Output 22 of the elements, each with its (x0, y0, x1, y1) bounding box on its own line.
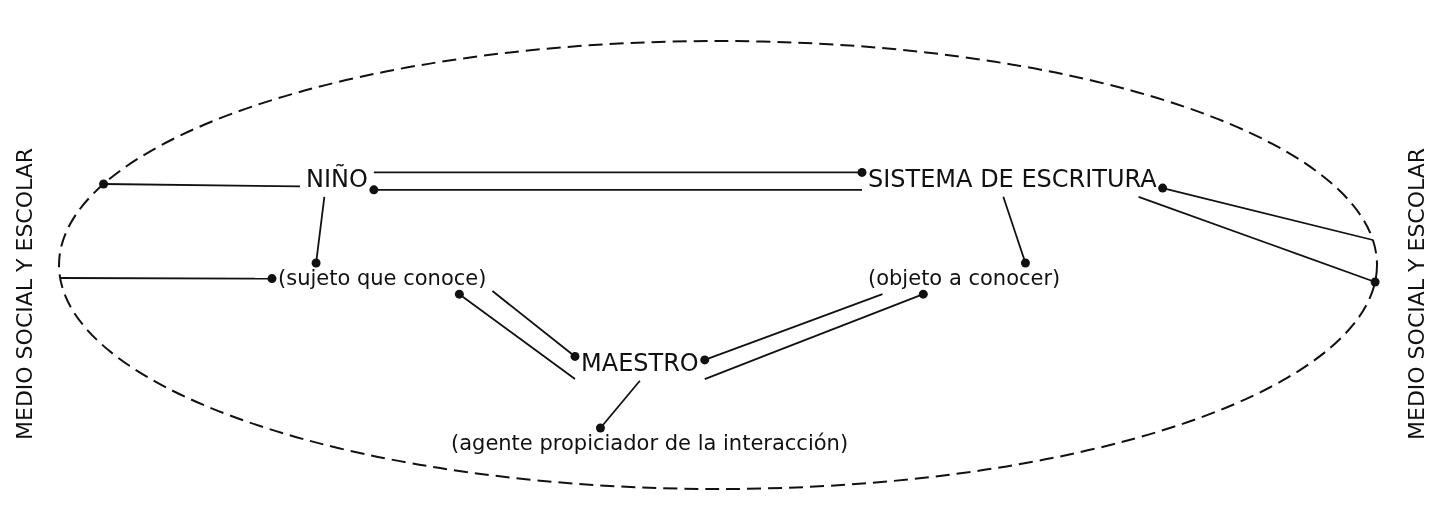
connector-line (373, 167, 867, 177)
connector-line (700, 293, 884, 365)
concept-description: (sujeto que conoce) (272, 263, 493, 295)
connector-line (595, 379, 641, 433)
dashed-ellipse (58, 40, 1378, 490)
concept-label: SISTEMA DE ESCRITURA (862, 162, 1163, 197)
connector-line (59, 274, 277, 284)
concept-description: (agente propiciador de la interacción) (445, 428, 855, 460)
concept-label: MAESTRO (575, 346, 705, 381)
connector-line (1137, 195, 1380, 287)
concept-label: NIÑO (300, 162, 374, 197)
connector-line (369, 185, 863, 195)
side-label: MEDIO SOCIAL Y ESCOLAR (12, 147, 37, 440)
connector-line (703, 289, 928, 380)
concept-description: (objeto a conocer) (862, 263, 1067, 295)
side-label: MEDIO SOCIAL Y ESCOLAR (1404, 147, 1429, 440)
connector-line (99, 179, 301, 189)
connector-line (491, 290, 580, 361)
connector-line (1158, 183, 1374, 241)
connector-line (454, 289, 576, 380)
connector-line (1002, 195, 1030, 268)
connector-line (311, 195, 326, 268)
